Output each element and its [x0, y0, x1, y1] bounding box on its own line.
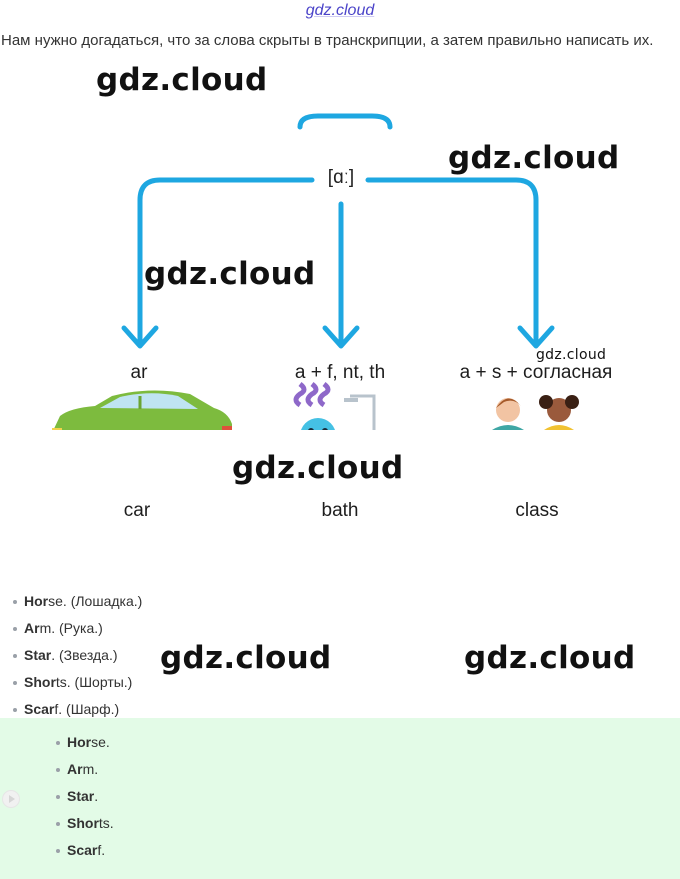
classroom-icon — [460, 395, 614, 430]
site-watermark-link[interactable]: gdz.cloud — [0, 2, 680, 20]
word-list: Horse. (Лошадка.) Arm. (Рука.) Star. (Зв… — [13, 588, 142, 723]
play-icon — [3, 791, 19, 807]
example-word-bath: bath — [322, 500, 359, 522]
answer-item: Arm. — [56, 756, 114, 783]
watermark-2: gdz.cloud — [448, 140, 619, 176]
watermark-1: gdz.cloud — [96, 62, 267, 98]
watermark-7: gdz.cloud — [464, 640, 635, 676]
answer-item: Shorts. — [56, 810, 114, 837]
watermark-5: gdz.cloud — [232, 450, 403, 486]
watermark-6: gdz.cloud — [160, 640, 331, 676]
answer-item: Horse. — [56, 729, 114, 756]
list-item: Star. (Звезда.) — [13, 642, 142, 669]
bathtub-icon — [290, 384, 382, 430]
answer-list: Horse. Arm. Star. Shorts. Scarf. — [56, 729, 114, 864]
rule-label-a-s-consonant: a + s + согласная — [460, 362, 613, 384]
task-instruction: Нам нужно догадаться, что за слова скрыт… — [1, 28, 661, 54]
list-item: Arm. (Рука.) — [13, 615, 142, 642]
answer-item: Star. — [56, 783, 114, 810]
transcription-label: [ɑː] — [322, 167, 360, 189]
top-arc — [300, 116, 390, 127]
list-item: Shorts. (Шорты.) — [13, 669, 142, 696]
example-word-car: car — [124, 500, 150, 522]
play-button[interactable] — [2, 790, 20, 808]
watermark-4: gdz.cloud — [536, 347, 606, 363]
watermark-3: gdz.cloud — [144, 256, 315, 292]
rule-label-a-f-nt-th: a + f, nt, th — [295, 362, 385, 384]
list-item: Horse. (Лошадка.) — [13, 588, 142, 615]
example-word-class: class — [515, 500, 558, 522]
answer-item: Scarf. — [56, 837, 114, 864]
car-icon — [46, 390, 232, 430]
arrow-right — [368, 180, 536, 343]
rule-label-ar: ar — [131, 362, 148, 384]
